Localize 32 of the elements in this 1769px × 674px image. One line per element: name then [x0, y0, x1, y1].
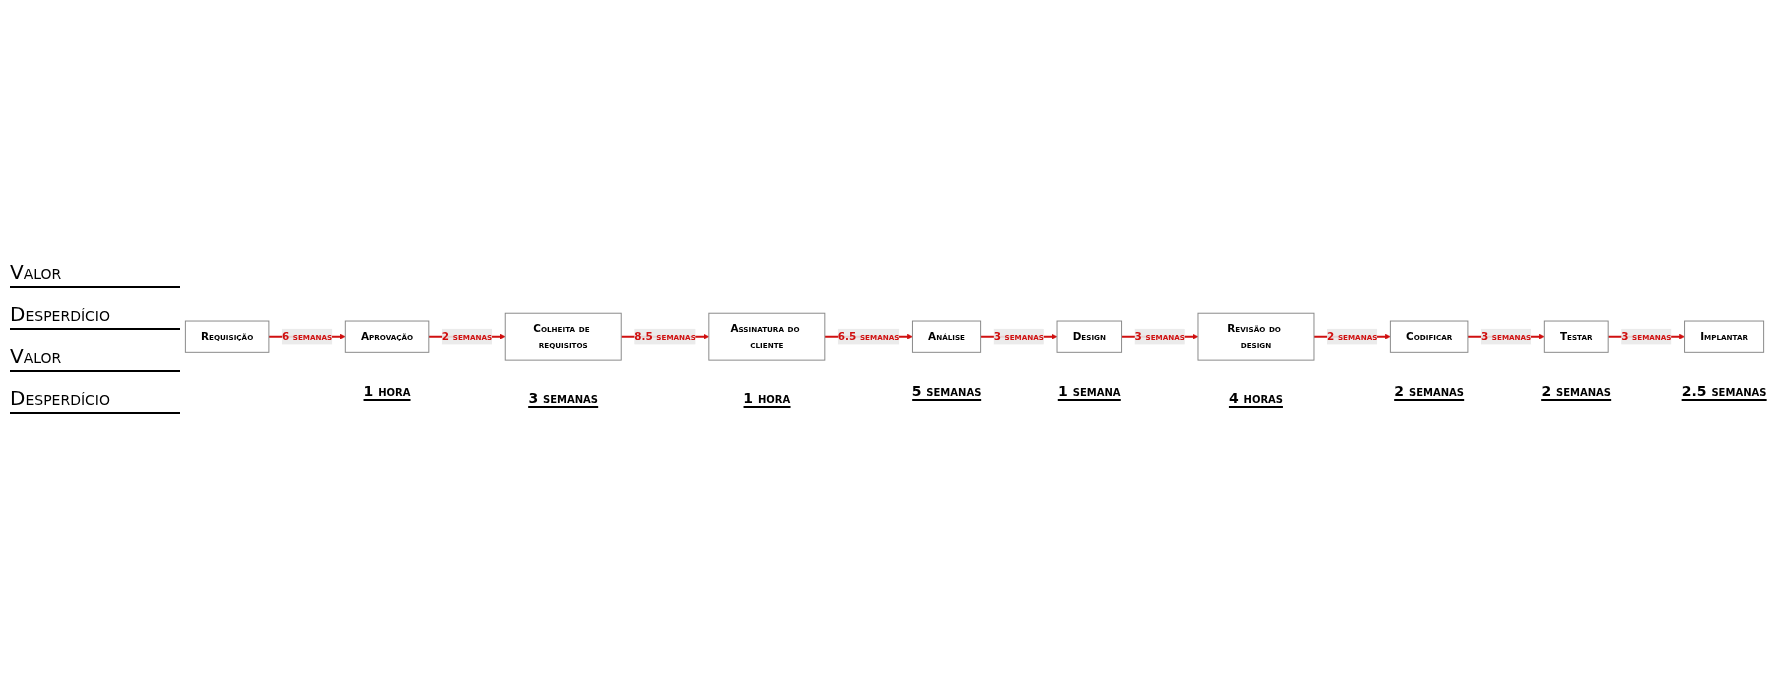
value-time: 4 horas: [1228, 390, 1284, 409]
node-box: Design: [1056, 320, 1123, 354]
edge-label: 3 semanas: [993, 330, 1044, 343]
edge-label: 3 semanas: [1480, 330, 1532, 343]
value-time: 1 hora: [743, 390, 791, 409]
node-box: Revisão do design: [1197, 313, 1315, 361]
row-label: Valor: [10, 260, 180, 288]
node-box: Codificar: [1389, 320, 1469, 354]
node-box: Requisição: [184, 320, 270, 354]
node-box: Colheita de requisitos: [504, 313, 622, 361]
edge-label: 6 semanas: [281, 330, 333, 343]
value-time: 2.5 semanas: [1681, 382, 1767, 401]
edge-label: 6.5 semanas: [837, 330, 900, 343]
row-label: Valor: [10, 344, 180, 372]
node-box: Implantar: [1684, 320, 1765, 354]
edge-label: 2 semanas: [1327, 330, 1378, 343]
value-time: 2 semanas: [1394, 382, 1464, 401]
value-time: 5 semanas: [911, 382, 982, 401]
node-box: Testar: [1543, 320, 1609, 354]
value-time: 1 semana: [1058, 382, 1121, 401]
node-box: Assinatura do cliente: [708, 313, 826, 361]
edge-label: 8.5 semanas: [634, 330, 696, 343]
row-label: Desperdício: [10, 302, 180, 330]
edge-label: 3 semanas: [1134, 330, 1185, 343]
edge-label: 3 semanas: [1621, 330, 1672, 343]
edge-label: 2 semanas: [441, 330, 493, 343]
value-time: 2 semanas: [1541, 382, 1612, 401]
node-box: Aprovação: [344, 320, 430, 354]
value-time: 3 semanas: [528, 390, 599, 409]
row-label: Desperdício: [10, 386, 180, 414]
node-box: Análise: [911, 320, 982, 354]
value-time: 1 hora: [363, 382, 411, 401]
